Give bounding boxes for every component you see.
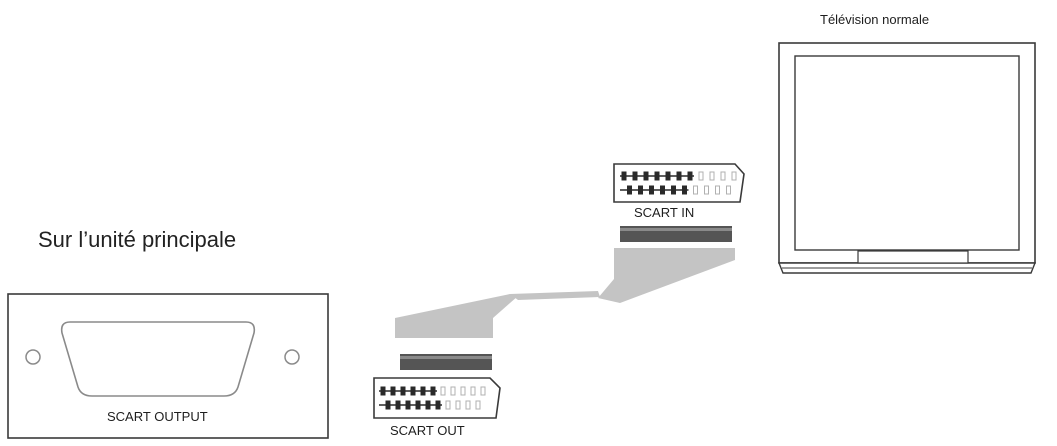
panel-screw-right xyxy=(284,349,300,365)
scart-in-pins xyxy=(620,171,737,195)
scart-out-pins xyxy=(379,386,486,410)
scart-out-connector xyxy=(373,377,501,419)
scart-output-label: SCART OUTPUT xyxy=(107,409,208,424)
scart-out-shell xyxy=(373,377,501,419)
tv-stand xyxy=(857,250,969,264)
scart-pin xyxy=(731,171,737,181)
scart-pin xyxy=(445,400,451,410)
scart-pin xyxy=(698,171,704,181)
scart-pin xyxy=(704,185,709,195)
d-sub-connector xyxy=(60,321,256,397)
scart-pin xyxy=(709,171,715,181)
scart-out-label: SCART OUT xyxy=(390,423,465,438)
scart-in-plug-band-highlight xyxy=(620,228,732,231)
scart-out-plug-band-highlight xyxy=(400,356,492,359)
scart-pin xyxy=(480,386,486,396)
scart-pin xyxy=(726,185,731,195)
scart-pin xyxy=(470,386,476,396)
main-unit-panel xyxy=(7,293,329,439)
scart-pin xyxy=(475,400,481,410)
scart-pin xyxy=(465,400,471,410)
cable-hood-lower xyxy=(395,294,518,338)
scart-pin xyxy=(450,386,456,396)
television xyxy=(777,42,1037,274)
scart-in-connector xyxy=(613,163,745,203)
panel-screw-left xyxy=(25,349,41,365)
tv-label: Télévision normale xyxy=(820,12,930,27)
scart-pin xyxy=(715,185,720,195)
unit-label: Sur l’unité principale xyxy=(38,227,237,252)
scart-pin xyxy=(440,386,446,396)
scart-in-label: SCART IN xyxy=(634,205,695,220)
scart-pin xyxy=(720,171,726,181)
scart-pin xyxy=(460,386,466,396)
scart-pin xyxy=(455,400,461,410)
scart-cable xyxy=(395,248,735,338)
scart-pin xyxy=(693,185,698,195)
scart-in-shell xyxy=(613,163,745,203)
cable-hood-upper xyxy=(598,248,735,303)
cable-wire xyxy=(510,291,600,300)
tv-screen xyxy=(794,55,1020,251)
